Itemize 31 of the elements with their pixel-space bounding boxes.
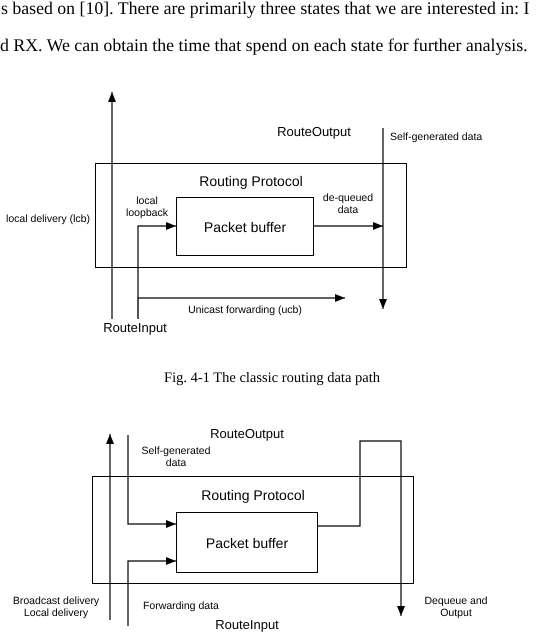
frame-box (95, 163, 407, 268)
text-label: RouteOutput (210, 426, 284, 442)
arrow (127, 435, 176, 528)
process-box (176, 512, 318, 573)
arrow (127, 557, 176, 626)
edge-label: de-queued data (322, 192, 374, 216)
text-label: Dequeue and Output (402, 595, 490, 620)
arrow (137, 294, 345, 319)
process-box (176, 197, 314, 256)
text-label: Broadcast delivery Local delivery (10, 595, 110, 620)
text-label: Self-generated data (383, 128, 487, 146)
edge-label: local loopback (124, 195, 170, 219)
text-label: RouteInput (100, 319, 170, 336)
arrow (106, 434, 114, 620)
edge-label: local delivery (lcb) (6, 213, 90, 225)
arrow (379, 128, 387, 309)
frame-box (92, 476, 414, 584)
paragraph-text: d RX. We can obtain the time that spend on each state for further analysis. (0, 35, 528, 55)
arrow (108, 92, 116, 319)
figure-caption: Fig. 4-1 The classic routing data path (164, 369, 380, 387)
text-label: RouteInput (215, 617, 279, 633)
box-title: Routing Protocol (199, 173, 303, 189)
box-label: Packet buffer (204, 218, 286, 234)
box-label: Packet buffer (206, 534, 288, 550)
text-label: RouteOutput (277, 124, 351, 140)
edge-label: Self-generated data (140, 445, 212, 469)
edge-label: Unicast forwarding (ucb) (188, 304, 302, 316)
paragraph-text: s based on [10]. There are primarily three states that we are interested in: I (1, 0, 530, 18)
arrow (314, 222, 383, 230)
arrow (318, 440, 405, 616)
box-title: Routing Protocol (201, 487, 305, 503)
